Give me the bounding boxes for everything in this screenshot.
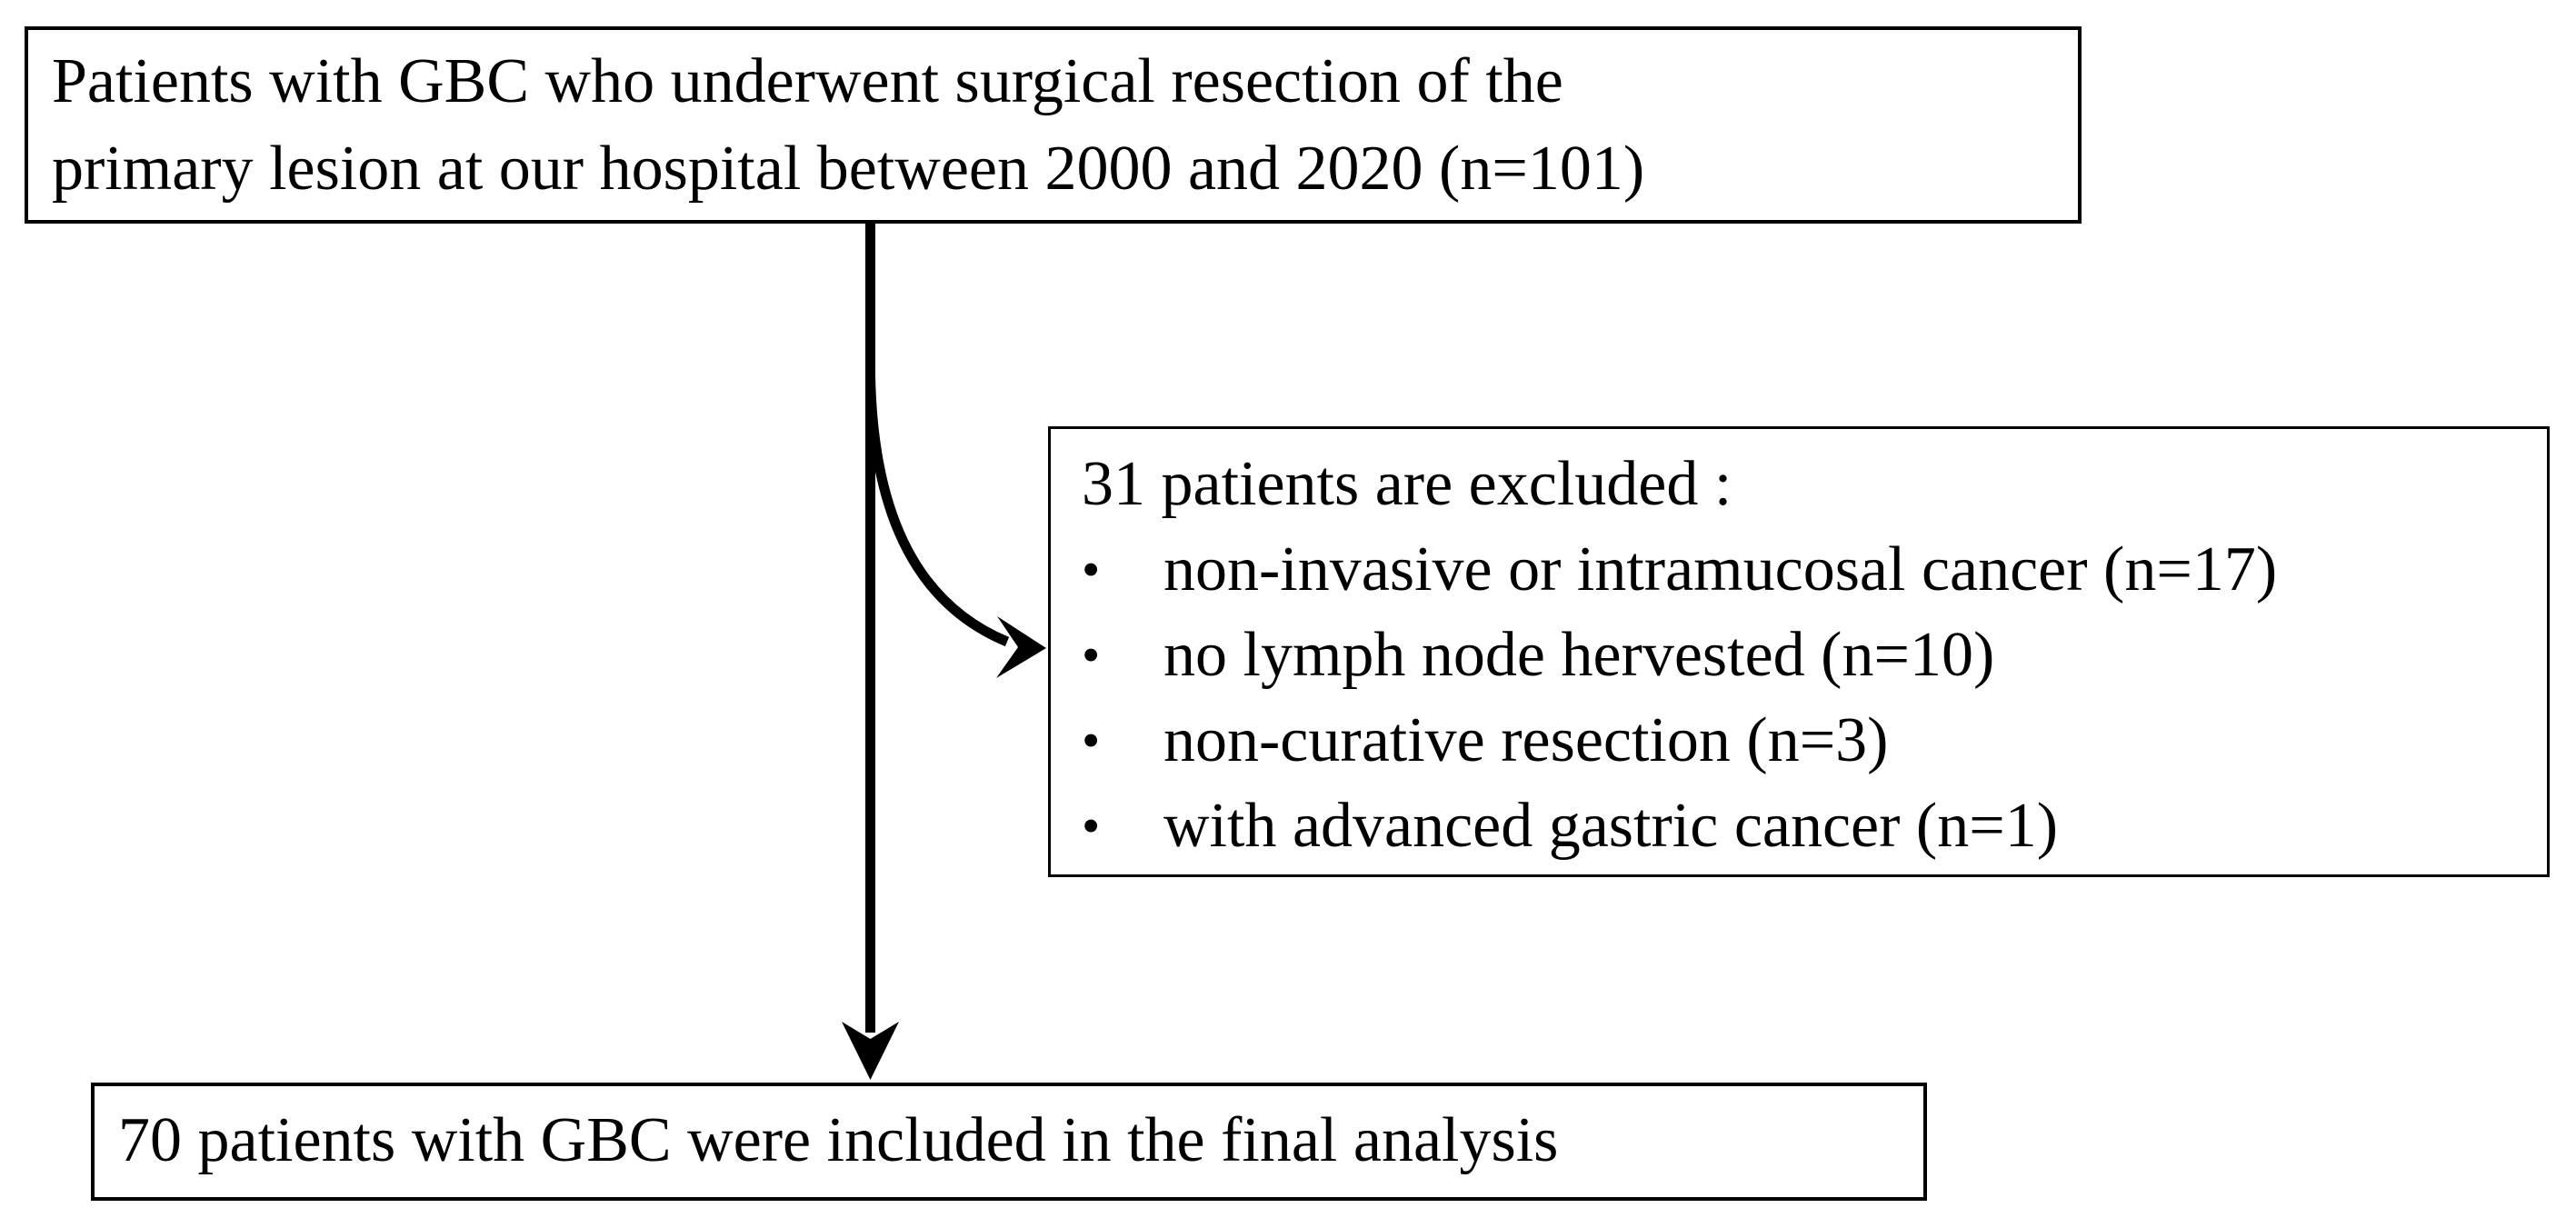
node-excluded-patients: 31 patients are excluded : • non-invasiv… [1048, 426, 2550, 877]
excluded-item: • no lymph node hervested (n=10) [1082, 613, 2538, 698]
node-final-analysis: 70 patients with GBC were included in th… [91, 1083, 1927, 1201]
arrow-curved-icon [865, 374, 1046, 678]
node-text-line: Patients with GBC who underwent surgical… [52, 46, 1563, 116]
arrow-down-icon [842, 224, 899, 1080]
node-text-line: primary lesion at our hospital between 2… [52, 134, 1645, 204]
excluded-item-text: with advanced gastric cancer (n=1) [1163, 791, 2058, 861]
excluded-item-text: no lymph node hervested (n=10) [1163, 620, 1995, 690]
bullet-icon: • [1082, 540, 1101, 599]
bullet-icon: • [1082, 711, 1101, 770]
excluded-item: • non-curative resection (n=3) [1082, 698, 2538, 784]
node-text-line: 70 patients with GBC were included in th… [118, 1105, 1559, 1175]
excluded-item-text: non-invasive or intramucosal cancer (n=1… [1163, 534, 2278, 604]
excluded-title: 31 patients are excluded : [1082, 449, 1732, 519]
excluded-item: • non-invasive or intramucosal cancer (n… [1082, 527, 2538, 613]
excluded-item-text: non-curative resection (n=3) [1163, 705, 1889, 775]
bullet-icon: • [1082, 796, 1101, 855]
excluded-item: • with advanced gastric cancer (n=1) [1082, 784, 2538, 869]
node-source-population: Patients with GBC who underwent surgical… [25, 26, 2082, 224]
bullet-icon: • [1082, 625, 1101, 684]
